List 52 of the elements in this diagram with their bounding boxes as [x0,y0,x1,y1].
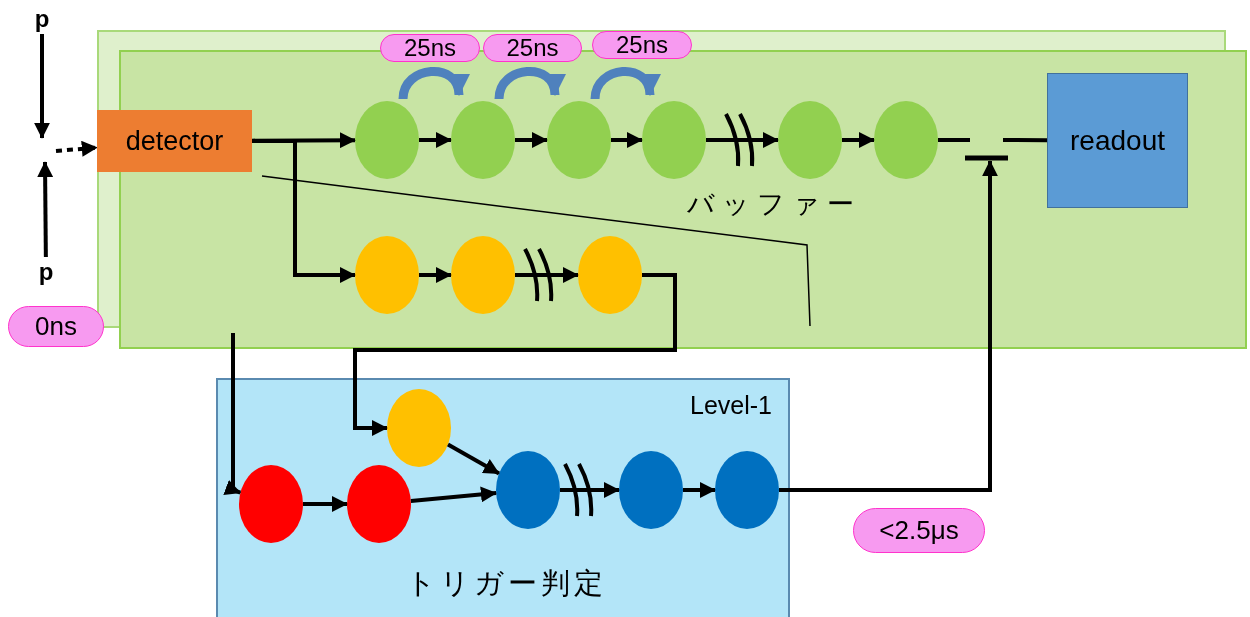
arrow [683,482,716,498]
particle-label: p [35,257,57,287]
time-tag: 25ns [592,31,692,59]
arrow [842,132,875,148]
trigger-cell [619,451,683,529]
trigger-cell [715,451,779,529]
buffer-cell [547,101,611,179]
buffer-cell [355,101,419,179]
connector [1003,138,1047,143]
time-tag: 25ns [380,34,480,62]
arrow [419,267,452,283]
curved-arrow [398,67,467,100]
arrow [779,160,998,492]
arrow [419,132,452,148]
readout-box: readout [1047,73,1188,208]
time-tag: 25ns [483,34,582,62]
buffer-cell [874,101,938,179]
pipeline-cell [355,236,419,314]
buffer-cell [451,101,515,179]
arrow [410,486,497,503]
arrow [37,161,54,257]
arrow [611,132,643,148]
arrow [515,132,548,148]
arrow [560,482,620,498]
panel-title: バッファー [687,188,861,221]
arrow [223,333,242,495]
time-tag: 0ns [8,306,104,347]
pipeline-cell [451,236,515,314]
buffer-cell [778,101,842,179]
arrow [353,273,677,436]
buffer-cell [642,101,706,179]
arrow [515,267,579,283]
arrow [706,132,779,148]
arrow [447,442,500,476]
trigger-cell [239,465,303,543]
arrow [55,140,98,157]
curved-arrow [590,67,658,100]
arrow [34,34,50,139]
arrow [252,139,356,283]
detector-box: detector [97,110,252,172]
panel-title: トリガー判定 [406,566,607,601]
level-label: Level-1 [690,390,772,420]
trigger-cell [387,389,451,467]
particle-label: p [31,4,53,34]
pipeline-cell [578,236,642,314]
trigger-panel [216,378,790,617]
curved-arrow [494,67,563,100]
time-tag: <2.5μs [853,508,985,553]
trigger-cell [496,451,560,529]
arrow [303,496,348,512]
connector [938,138,970,142]
trigger-cell [347,465,411,543]
